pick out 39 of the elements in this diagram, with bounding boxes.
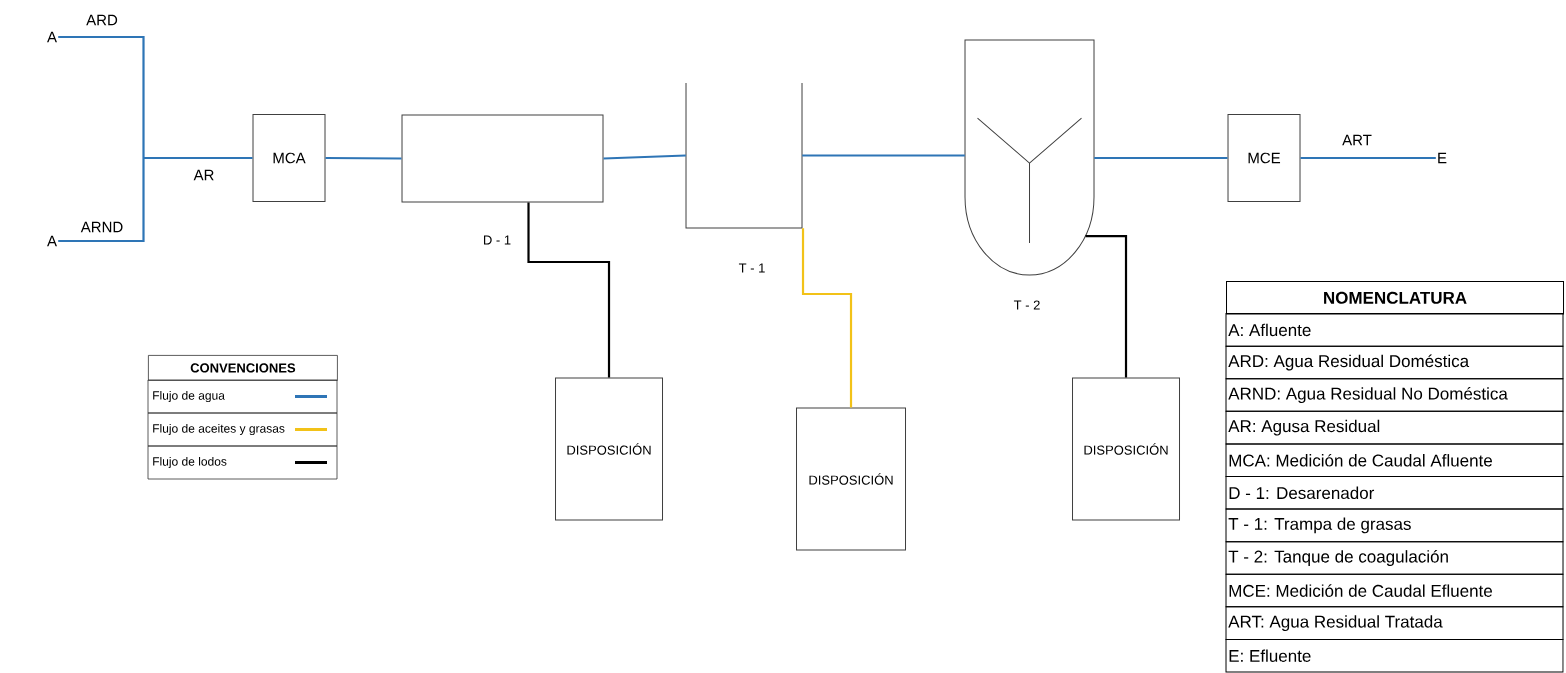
process-box: DISPOSICIÓN <box>555 377 663 521</box>
node-label: D - 1 <box>483 235 511 245</box>
grease-trap-drawing: T - 1 <box>685 82 803 273</box>
table-cell: T - 1: Trampa de grasas <box>1228 517 1411 534</box>
pipe-line <box>57 35 254 243</box>
process-box: DISPOSICIÓN <box>796 407 906 551</box>
sand-trap-drawing: D - 1 <box>401 114 604 245</box>
table-cell: ARD: Agua Residual Doméstica <box>1228 354 1470 371</box>
pipe-line <box>1094 156 1228 160</box>
node-label: E <box>1438 152 1447 164</box>
table-cell: MCA: Medición de Caudal Afluente <box>1229 453 1492 467</box>
table-cell: AR: Agusa Residual <box>1228 419 1380 436</box>
table-cell: E: Efluente <box>1229 649 1311 662</box>
table-cell: D - 1: Desarenador <box>1229 486 1375 500</box>
legend-label: Flujo de lodos <box>153 456 227 469</box>
legend-heading: CONVENCIONES <box>148 355 338 381</box>
pipe-line <box>603 154 686 160</box>
table-cell: ARND: Agua Residual No Doméstica <box>1228 387 1508 404</box>
legend-label: Flujo de aceites y grasas <box>153 423 285 436</box>
node-label: T - 2 <box>1013 300 1040 310</box>
table-cell: A: Afluente <box>1228 323 1311 337</box>
process-box: DISPOSICIÓN <box>1072 377 1180 521</box>
legend-label: Flujo de agua <box>153 390 225 403</box>
node-label: A <box>47 31 57 43</box>
edge-label: ART <box>1342 134 1372 146</box>
coagulation-tank-drawing: T - 2 <box>964 39 1095 310</box>
flow-label: AR <box>193 169 214 181</box>
table-header: NOMENCLATURA <box>1226 281 1564 315</box>
edge-label: ARND <box>80 221 123 233</box>
pipe-line <box>1300 156 1436 160</box>
table-cell: MCE: Medición de Caudal Efluente <box>1229 584 1492 597</box>
process-box: MCE <box>1227 114 1301 202</box>
table-cell: ART: Agua Residual Tratada <box>1228 615 1443 632</box>
table-cell: T - 2: Tanque de coagulación <box>1228 549 1448 566</box>
pipe-line <box>802 154 965 157</box>
node-label: A <box>47 235 57 247</box>
pipe-line <box>325 156 402 160</box>
process-box: MCA <box>252 114 326 202</box>
edge-label: ARD <box>86 14 118 26</box>
